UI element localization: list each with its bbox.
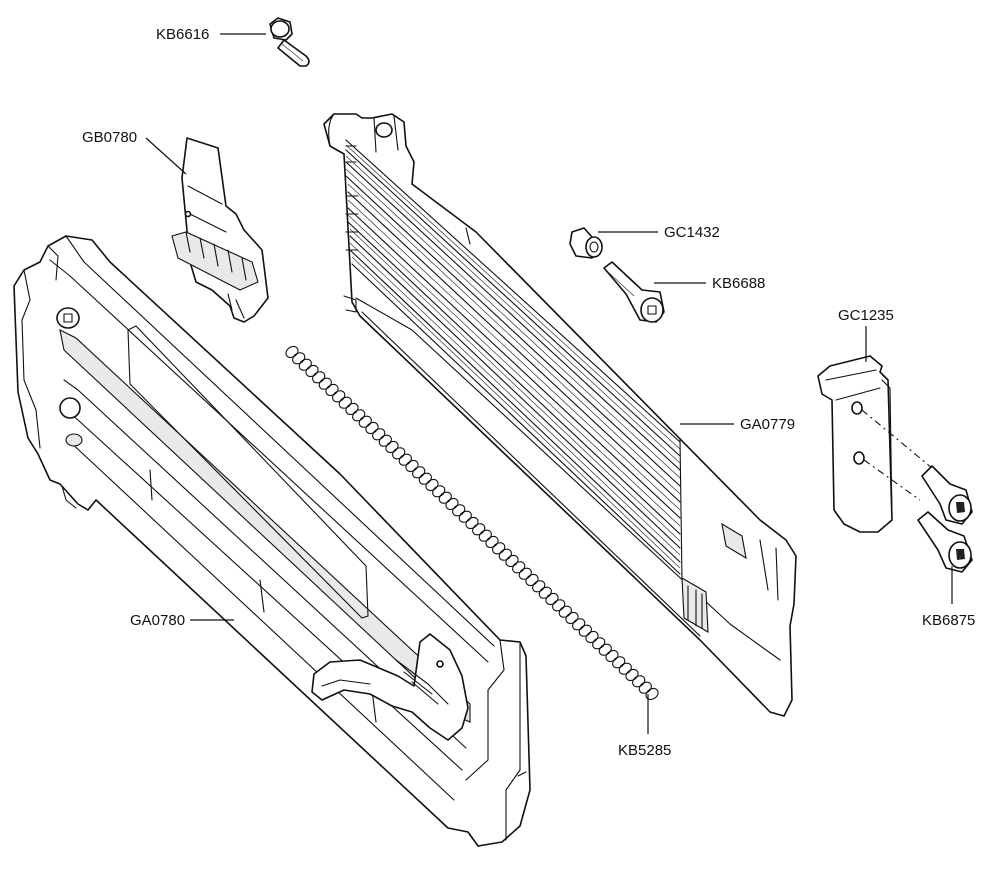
spring-coil-loop	[645, 687, 659, 701]
spring-coil-loop	[478, 529, 492, 542]
spring-coil-loop	[512, 561, 526, 574]
spring-coil-loop	[392, 447, 406, 460]
spring-coil-loop	[618, 662, 632, 675]
spring-coil-loop	[305, 364, 319, 378]
spring-coil-loop	[345, 402, 359, 416]
spring-coil-loop	[332, 390, 346, 403]
spring-coil-loop	[452, 504, 466, 517]
label-gc1432: GC1432	[664, 224, 720, 241]
spring-coil-loop	[292, 352, 306, 365]
part-kb6875-screw-upper	[921, 465, 973, 525]
spring-coil-loop	[445, 497, 459, 511]
spring-coil-loop	[385, 440, 399, 454]
leader-gb0780	[145, 137, 187, 175]
spring-coil-loop	[398, 453, 412, 466]
spring-coil-loop	[405, 459, 419, 473]
spring-coil-loop	[358, 415, 372, 428]
label-kb5285: KB5285	[618, 742, 671, 759]
spring-coil-loop	[418, 472, 432, 485]
label-gc1235: GC1235	[838, 307, 894, 324]
spring-coil-loop	[465, 516, 479, 530]
part-ga0780-housing	[13, 235, 531, 847]
label-ga0779: GA0779	[740, 416, 795, 433]
spring-coil-loop	[598, 643, 612, 656]
spring-coil-loop	[438, 491, 452, 504]
label-ga0780: GA0780	[130, 612, 185, 629]
spring-coil-loop	[538, 586, 552, 599]
spring-coil-loop	[558, 605, 572, 618]
label-kb6875: KB6875	[922, 612, 975, 629]
spring-coil-loop	[625, 668, 639, 682]
spring-coil-loop	[378, 434, 392, 447]
spring-coil-loop	[545, 592, 559, 606]
part-kb6688-screw	[603, 261, 665, 323]
part-ga0779-rail	[323, 113, 797, 717]
spring-coil-loop	[592, 637, 606, 650]
spring-coil-loop	[552, 599, 566, 612]
part-kb6875-screw-lower	[917, 511, 973, 573]
spring-coil-loop	[312, 371, 326, 384]
spring-coil-loop	[532, 580, 546, 593]
spring-coil-loop	[632, 675, 646, 688]
spring-coil-loop	[458, 510, 472, 523]
spring-coil-loop	[318, 377, 332, 390]
spring-coil-loop	[425, 478, 439, 492]
part-gb0780-bracket	[171, 137, 269, 323]
spring-coil-loop	[338, 396, 352, 409]
spring-coil-loop	[412, 466, 426, 479]
spring-coil-loop	[612, 656, 626, 669]
spring-coil-loop	[525, 573, 539, 587]
part-gc1235-plate	[817, 355, 893, 533]
callout-labels: KB6616 GB0780 GC1432 KB6688 GC1235 GA077…	[82, 26, 975, 759]
spring-coil-loop	[578, 624, 592, 637]
leader-lines	[145, 33, 953, 734]
spring-coil-loop	[325, 383, 339, 397]
spring-coil-loop	[432, 485, 446, 498]
spring-coil-loop	[298, 358, 312, 371]
spring-coil-loop	[372, 428, 386, 441]
spring-coil-loop	[485, 535, 499, 549]
part-kb5285-spring	[285, 345, 659, 701]
part-kb6616-screw	[269, 17, 310, 67]
spring-coil-loop	[365, 421, 379, 435]
spring-coil-loop	[285, 345, 299, 359]
spring-coil-loop	[565, 611, 579, 625]
spring-coil-loop	[605, 649, 619, 663]
label-kb6688: KB6688	[712, 275, 765, 292]
spring-coil-loop	[585, 630, 599, 644]
label-kb6616: KB6616	[156, 26, 209, 43]
label-gb0780: GB0780	[82, 129, 137, 146]
spring-coil-loop	[572, 618, 586, 631]
spring-coil-loop	[505, 554, 519, 568]
spring-coil-loop	[638, 681, 652, 694]
spring-coil-loop	[518, 567, 532, 580]
spring-coil-loop	[472, 523, 486, 536]
spring-coil-loop	[498, 548, 512, 561]
spring-coil-loop	[492, 542, 506, 555]
spring-coil-loop	[352, 409, 366, 422]
part-gc1432-washer	[569, 227, 603, 259]
